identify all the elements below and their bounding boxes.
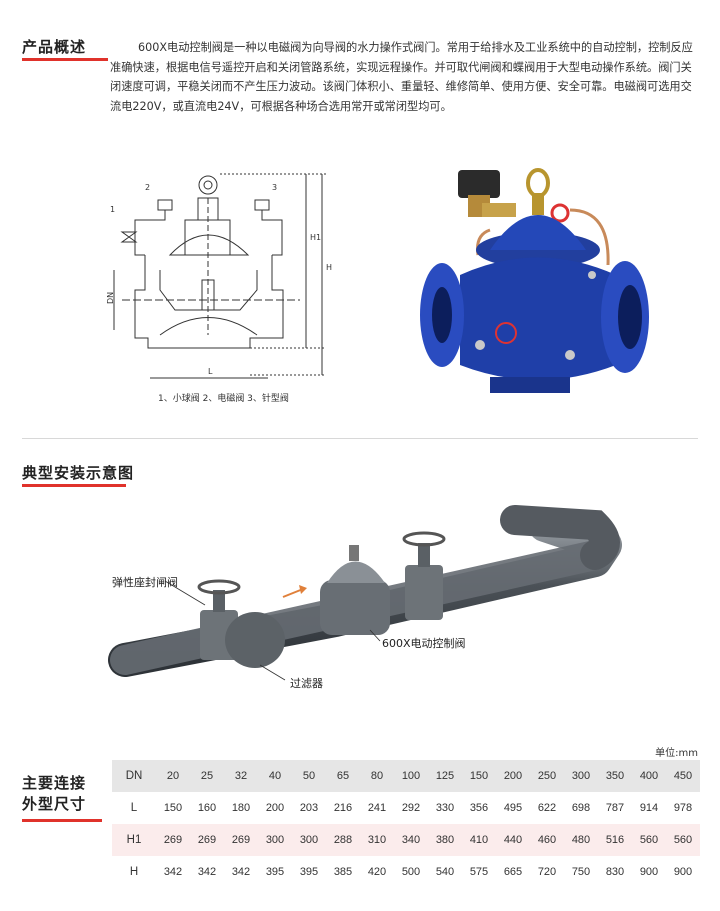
table-cell: 787 [605, 802, 625, 814]
overview-title-rule [22, 58, 108, 61]
row-header: L [130, 802, 138, 814]
table-cell: 216 [333, 802, 353, 814]
table-cell: 500 [401, 866, 421, 878]
table-cell: 900 [673, 866, 693, 878]
table-cell: 288 [326, 824, 360, 856]
table-cell: 203 [299, 802, 319, 814]
table-cell: 50 [292, 760, 326, 792]
table-cell: 125 [428, 760, 462, 792]
table-cell: 269 [190, 824, 224, 856]
gate-valve-label: 弹性座封闸阀 [112, 576, 178, 589]
drawing-label-h1: H1 [310, 233, 321, 242]
table-cell: 720 [537, 866, 557, 878]
row-header: DN [112, 760, 156, 792]
drawing-label-2: 2 [145, 183, 150, 192]
table-cell: 750 [571, 866, 591, 878]
drawing-label-dn: DN [106, 292, 115, 304]
table-cell: 200 [265, 802, 285, 814]
table-cell: 914 [639, 802, 659, 814]
table-cell: 665 [503, 866, 523, 878]
row-header: H [129, 866, 139, 878]
table-cell: 269 [224, 824, 258, 856]
dimensions-title-line2: 外型尺寸 [22, 795, 87, 813]
table-cell: 385 [333, 866, 353, 878]
table-cell: 900 [639, 866, 659, 878]
install-title-rule [22, 484, 126, 487]
table-cell: 516 [598, 824, 632, 856]
unit-label: 单位:mm [655, 748, 698, 759]
table-cell: 300 [564, 760, 598, 792]
table-cell: 356 [469, 802, 489, 814]
table-cell: 560 [666, 824, 700, 856]
table-cell: 395 [299, 866, 319, 878]
table-cell: 40 [258, 760, 292, 792]
table-cell: 160 [197, 802, 217, 814]
table-cell: 540 [435, 866, 455, 878]
row-header: H1 [112, 824, 156, 856]
table-cell: 420 [367, 866, 387, 878]
table-cell: 350 [598, 760, 632, 792]
table-cell: 340 [394, 824, 428, 856]
table-cell: 342 [231, 866, 251, 878]
table-cell: 150 [462, 760, 496, 792]
table-cell: 480 [564, 824, 598, 856]
dimensions-title-rule [22, 819, 102, 822]
drawing-label-h: H [326, 263, 332, 272]
drawing-label-3: 3 [272, 183, 277, 192]
table-cell: 830 [605, 866, 625, 878]
table-cell: 300 [292, 824, 326, 856]
table-cell: 100 [394, 760, 428, 792]
installation-diagram [108, 505, 622, 681]
filter-label: 过滤器 [290, 677, 323, 690]
table-cell: 978 [673, 802, 693, 814]
table-cell: 380 [428, 824, 462, 856]
table-cell: 410 [462, 824, 496, 856]
table-cell: 450 [666, 760, 700, 792]
table-cell: 250 [530, 760, 564, 792]
table-cell: 25 [190, 760, 224, 792]
table-cell: 395 [265, 866, 285, 878]
drawing-caption: 1、小球阀 2、电磁阀 3、针型阀 [158, 394, 289, 404]
table-cell: 80 [360, 760, 394, 792]
table-cell: 622 [537, 802, 557, 814]
table-cell: 269 [156, 824, 190, 856]
table-row: H 342 342 342 395 395 385 420 500 540 575 665 720 750… [112, 856, 700, 888]
table-cell: 300 [258, 824, 292, 856]
table-cell: 292 [401, 802, 421, 814]
table-cell: 400 [632, 760, 666, 792]
dimensions-title-line1: 主要连接 [22, 774, 87, 792]
table-cell: 20 [156, 760, 190, 792]
overview-title: 产品概述 [22, 38, 87, 56]
table-cell: 560 [632, 824, 666, 856]
table-cell: 440 [496, 824, 530, 856]
control-valve-label: 600X电动控制阀 [382, 637, 466, 650]
table-cell: 200 [496, 760, 530, 792]
table-cell: 698 [571, 802, 591, 814]
drawing-label-1: 1 [110, 205, 115, 214]
table-cell: 330 [435, 802, 455, 814]
table-cell: 495 [503, 802, 523, 814]
dimensions-title: 主要连接 外型尺寸 [22, 773, 86, 815]
overview-text: 600X电动控制阀是一种以电磁阀为向导阀的水力操作式阀门。常用于给排水及工业系统… [110, 41, 693, 113]
table-cell: 342 [163, 866, 183, 878]
table-cell: 180 [231, 802, 251, 814]
table-cell: 150 [163, 802, 183, 814]
table-cell: 460 [530, 824, 564, 856]
drawing-label-l: L [208, 367, 213, 376]
table-cell: 310 [360, 824, 394, 856]
table-cell: 241 [367, 802, 387, 814]
table-cell: 342 [197, 866, 217, 878]
table-cell: 32 [224, 760, 258, 792]
table-cell: 65 [326, 760, 360, 792]
section-divider [22, 438, 698, 439]
table-row: L 150 160 180 200 203 216 241 292 330 356 495 622 698… [112, 792, 700, 824]
install-title: 典型安装示意图 [22, 464, 135, 482]
valve-technical-drawing: 1 2 3 DN L H1 H [106, 173, 332, 379]
table-cell: 575 [469, 866, 489, 878]
valve-product-photo [420, 168, 649, 393]
